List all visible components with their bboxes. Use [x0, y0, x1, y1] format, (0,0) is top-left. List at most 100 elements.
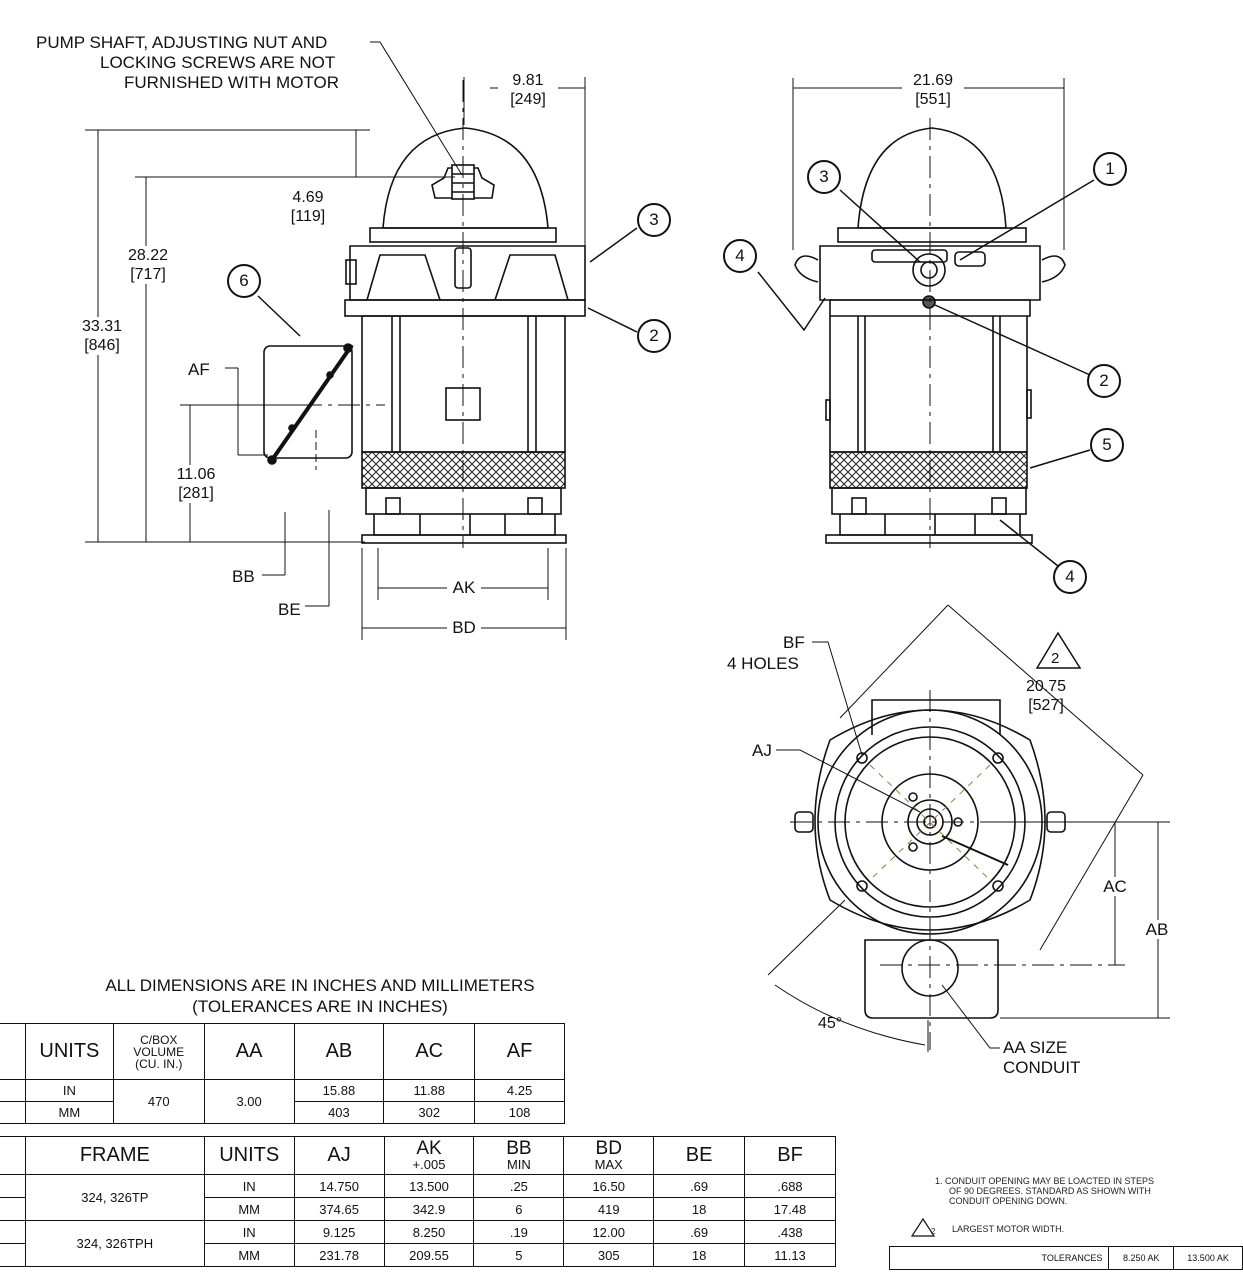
- t2-cell: 342.9: [383, 1197, 475, 1221]
- tolerances-col-2: 13.500 AK: [1173, 1246, 1243, 1270]
- dim-largest-width: 20.75[527]: [1025, 678, 1067, 714]
- balloon-3-side: 3: [807, 160, 841, 194]
- table-row: MM 231.78 209.55 5 305 18 11.13: [0, 1243, 836, 1267]
- t2-cell: 18: [653, 1243, 746, 1267]
- t2-cell: 419: [563, 1197, 655, 1221]
- pump-note-line-2: LOCKING SCREWS ARE NOT: [100, 53, 336, 72]
- t1-cell: 302: [383, 1101, 476, 1124]
- t1-cbox-value: 470: [112, 1079, 205, 1124]
- balloon-1: 1: [1093, 152, 1127, 186]
- t2-cell: 18: [653, 1197, 746, 1221]
- t1-cell: 11.88: [383, 1079, 476, 1102]
- t2-cell: 17.48: [744, 1197, 836, 1221]
- t2-cell: .69: [653, 1220, 746, 1244]
- t1-header-ac: AC: [383, 1023, 476, 1080]
- label-ac: AC: [1100, 877, 1130, 896]
- table-row: MM 374.65 342.9 6 419 18 17.48: [0, 1197, 836, 1221]
- t2-cell: 12.00: [563, 1220, 655, 1244]
- label-bd: BD: [447, 618, 481, 637]
- tolerances-label: TOLERANCES: [888, 1246, 1110, 1270]
- label-aa-2: CONDUIT: [1003, 1058, 1081, 1077]
- t2-cell: 231.78: [293, 1243, 385, 1267]
- t1-cell: IN: [24, 1079, 114, 1102]
- t2-cell: 13.500: [383, 1174, 475, 1198]
- table-row: IN 470 3.00 15.88 11.88 4.25: [0, 1079, 565, 1124]
- label-aj: AJ: [752, 741, 772, 760]
- label-angle: 45°: [818, 1015, 843, 1032]
- dim-height-33: 33.31[846]: [72, 317, 132, 355]
- t2-cell: 374.65: [293, 1197, 385, 1221]
- table-row: 324, 326TPH IN 9.125 8.250 .19 12.00 .69…: [0, 1220, 836, 1267]
- t2-cell: 209.55: [383, 1243, 475, 1267]
- t2-frame: 324, 326TPH: [24, 1220, 205, 1267]
- t2-cell: 8.250: [383, 1220, 475, 1244]
- bottom-view: [767, 604, 1170, 1237]
- balloon-2-side: 2: [1087, 364, 1121, 398]
- tolerances-table: TOLERANCES 8.250 AK 13.500 AK: [888, 1246, 1243, 1270]
- t2-cell: IN: [203, 1174, 295, 1198]
- t2-cell: 16.50: [563, 1174, 655, 1198]
- label-be: BE: [278, 600, 301, 619]
- label-aa-1: AA SIZE: [1003, 1038, 1068, 1057]
- t1-header-af: AF: [474, 1023, 565, 1080]
- table-row: 324, 326TP IN 14.750 13.500 .25 16.50 .6…: [0, 1174, 836, 1221]
- pump-note-line-3: FURNISHED WITH MOTOR: [124, 73, 340, 92]
- t1-aa-value: 3.00: [203, 1079, 295, 1124]
- t2-header-ak: AK+.005: [383, 1136, 475, 1175]
- dim-height-11: 11.06[281]: [166, 465, 226, 503]
- t2-cell: MM: [203, 1197, 295, 1221]
- label-bb: BB: [232, 567, 255, 586]
- note-2-flag: 2: [931, 1227, 936, 1236]
- balloon-6: 6: [227, 264, 261, 298]
- balloon-4-bottom: 4: [1053, 560, 1087, 594]
- t2-cell: IN: [203, 1220, 295, 1244]
- dim-shaft: 4.69[119]: [280, 188, 336, 226]
- t1-header-units: UNITS: [24, 1023, 114, 1080]
- balloon-5: 5: [1090, 428, 1124, 462]
- tolerance-heading: (TOLERANCES ARE IN INCHES): [192, 997, 448, 1016]
- t2-cell: 305: [563, 1243, 655, 1267]
- dim-height-28: 28.22[717]: [118, 246, 178, 284]
- t2-header-frame: FRAME: [24, 1136, 205, 1175]
- dim-top-width: 9.81[249]: [498, 71, 558, 109]
- t2-cell: 9.125: [293, 1220, 385, 1244]
- t1-header-aa: AA: [203, 1023, 295, 1080]
- t2-cell: 6: [473, 1197, 565, 1221]
- t2-cell: .25: [473, 1174, 565, 1198]
- t2-header-aj: AJ: [293, 1136, 385, 1175]
- note-2: LARGEST MOTOR WIDTH.: [952, 1224, 1065, 1234]
- largest-width-flag: 2: [1051, 650, 1060, 667]
- t2-cell: 5: [473, 1243, 565, 1267]
- label-af: AF: [188, 360, 210, 379]
- t1-cell: 4.25: [474, 1079, 565, 1102]
- dim-side-width: 21.69[551]: [902, 71, 964, 109]
- side-view: [757, 78, 1095, 567]
- t2-header-units: UNITS: [203, 1136, 295, 1175]
- balloon-3-front: 3: [637, 203, 671, 237]
- t2-cell: .69: [653, 1174, 746, 1198]
- t2-cell: .19: [473, 1220, 565, 1244]
- label-bf: BF: [783, 633, 805, 652]
- label-ab: AB: [1142, 920, 1172, 939]
- table-row: MM 403 302 108: [0, 1101, 565, 1124]
- front-view: [85, 41, 638, 640]
- balloon-2-front: 2: [637, 319, 671, 353]
- note-1: 1. CONDUIT OPENING MAY BE LOACTED IN STE…: [935, 1176, 1155, 1206]
- t1-header-ab: AB: [293, 1023, 385, 1080]
- t2-frame: 324, 326TP: [24, 1174, 205, 1221]
- t1-cell: 15.88: [293, 1079, 385, 1102]
- t2-cell: 11.13: [744, 1243, 836, 1267]
- t1-cell: 403: [293, 1101, 385, 1124]
- t2-cell: MM: [203, 1243, 295, 1267]
- t1-cell: 108: [474, 1101, 565, 1124]
- t2-cell: 14.750: [293, 1174, 385, 1198]
- dimensions-heading: ALL DIMENSIONS ARE IN INCHES AND MILLIME…: [105, 976, 535, 995]
- label-bf-holes: 4 HOLES: [727, 654, 799, 673]
- t2-cell: .438: [744, 1220, 836, 1244]
- pump-note-line-1: PUMP SHAFT, ADJUSTING NUT AND: [36, 33, 328, 52]
